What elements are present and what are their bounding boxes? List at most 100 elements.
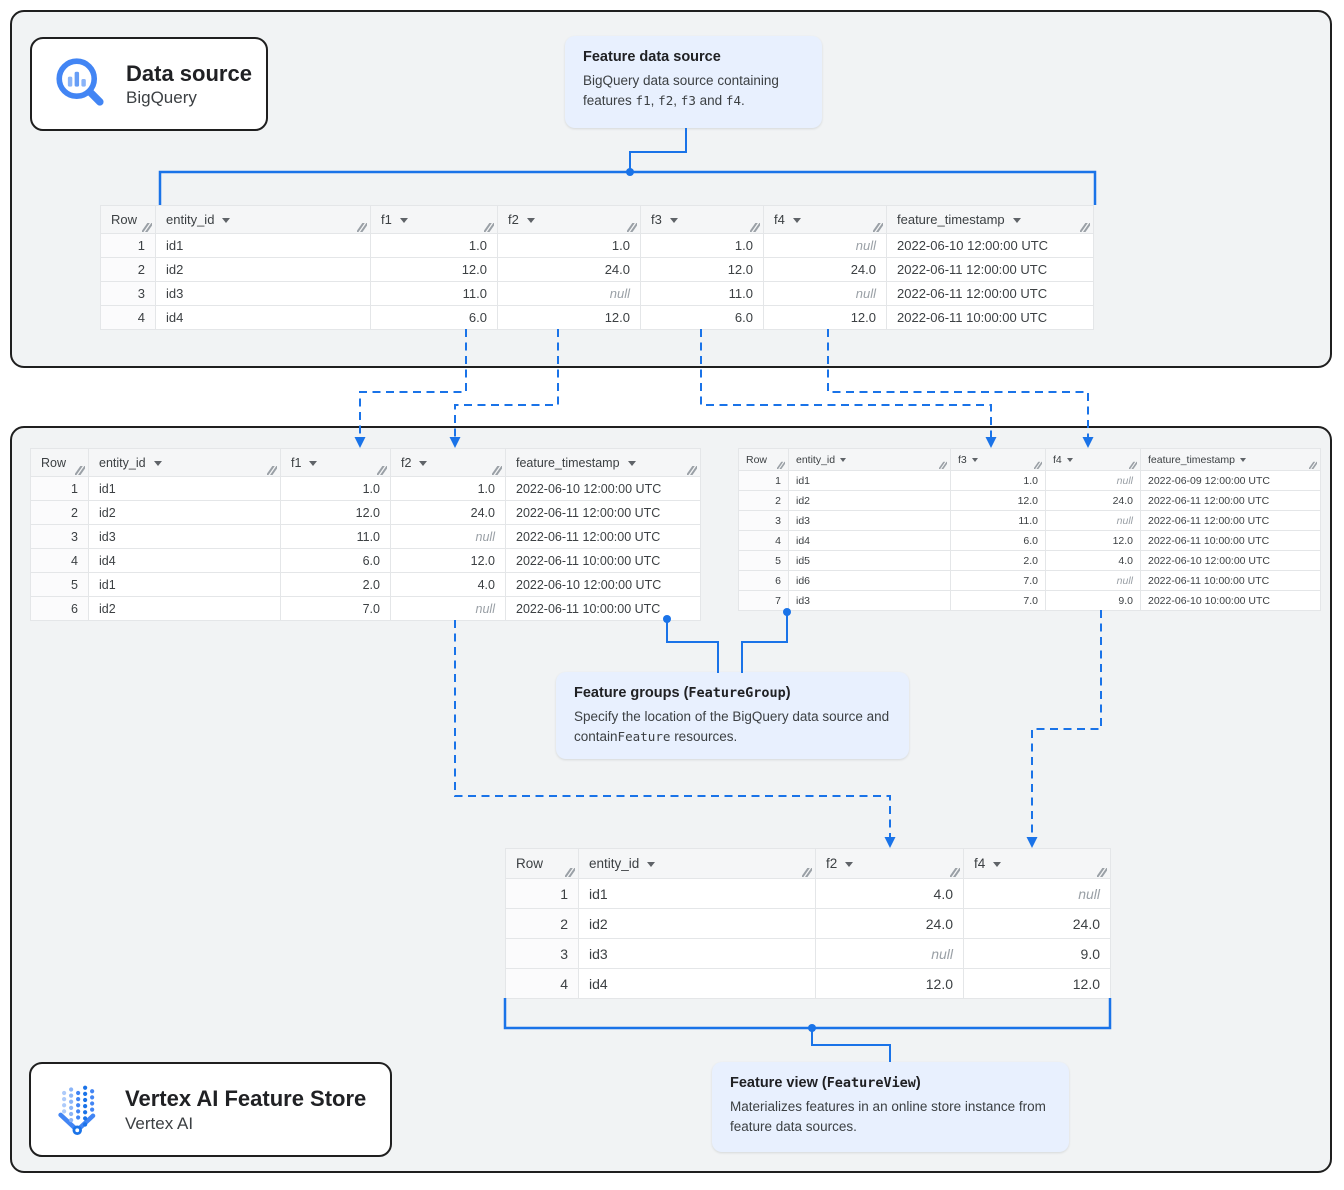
cell-f4: 12.0 <box>1045 530 1141 551</box>
cell-f2: null <box>390 596 506 621</box>
cell-entity_id: id3 <box>788 510 951 531</box>
column-header-f4[interactable]: f4 <box>763 205 887 234</box>
column-resize-icon[interactable] <box>357 223 367 232</box>
sort-caret-icon[interactable] <box>222 218 231 224</box>
column-resize-icon[interactable] <box>777 462 785 469</box>
sort-caret-icon[interactable] <box>993 861 1002 867</box>
column-resize-icon[interactable] <box>627 223 637 232</box>
sort-caret-icon[interactable] <box>627 460 636 466</box>
column-header-f4[interactable]: f4 <box>963 848 1111 879</box>
column-header-f2[interactable]: f2 <box>815 848 964 879</box>
column-header-f2[interactable]: f2 <box>497 205 641 234</box>
cell-f1: 2.0 <box>280 572 391 597</box>
sort-caret-icon[interactable] <box>971 457 978 462</box>
column-header-entity_id[interactable]: entity_id <box>88 448 281 477</box>
cell-Row: 4 <box>738 530 789 551</box>
sort-caret-icon[interactable] <box>399 218 408 224</box>
column-resize-icon[interactable] <box>873 223 883 232</box>
column-resize-icon[interactable] <box>377 466 387 475</box>
sort-caret-icon[interactable] <box>669 218 678 224</box>
sort-caret-icon[interactable] <box>1066 457 1073 462</box>
column-resize-icon[interactable] <box>687 466 697 475</box>
column-resize-icon[interactable] <box>939 462 947 469</box>
cell-entity_id: id3 <box>788 590 951 611</box>
sort-caret-icon[interactable] <box>153 460 162 466</box>
cell-entity_id: id4 <box>155 305 371 330</box>
column-header-f1[interactable]: f1 <box>280 448 391 477</box>
column-resize-icon[interactable] <box>484 223 494 232</box>
sort-caret-icon[interactable] <box>1012 218 1021 224</box>
sort-caret-icon[interactable] <box>792 218 801 224</box>
cell-f2: 24.0 <box>815 908 964 939</box>
cell-f3: 12.0 <box>640 257 764 282</box>
sort-caret-icon[interactable] <box>647 861 656 867</box>
cell-entity_id: id2 <box>788 490 951 511</box>
cell-Row: 4 <box>100 305 156 330</box>
bigquery-icon <box>52 54 108 115</box>
column-resize-icon[interactable] <box>1309 462 1317 469</box>
column-header-f4[interactable]: f4 <box>1045 448 1141 471</box>
plain-text: ) <box>915 1075 921 1091</box>
column-header-entity_id[interactable]: entity_id <box>155 205 371 234</box>
cell-f4: null <box>763 281 887 306</box>
column-header-entity_id[interactable]: entity_id <box>578 848 816 879</box>
cell-feature_timestamp: 2022-06-11 12:00:00 UTC <box>505 524 701 549</box>
column-resize-icon[interactable] <box>492 466 502 475</box>
column-label: feature_timestamp <box>1148 453 1235 466</box>
column-resize-icon[interactable] <box>950 868 960 877</box>
column-label: f2 <box>401 455 412 470</box>
code-text: FeatureView <box>826 1075 916 1091</box>
sort-caret-icon[interactable] <box>526 218 535 224</box>
column-resize-icon[interactable] <box>802 868 812 877</box>
column-resize-icon[interactable] <box>1129 462 1137 469</box>
column-header-feature_timestamp[interactable]: feature_timestamp <box>1140 448 1321 471</box>
column-resize-icon[interactable] <box>142 223 152 232</box>
sort-caret-icon[interactable] <box>419 460 428 466</box>
column-resize-icon[interactable] <box>267 466 277 475</box>
column-header-f2[interactable]: f2 <box>390 448 506 477</box>
sort-caret-icon[interactable] <box>1239 457 1246 462</box>
column-resize-icon[interactable] <box>750 223 760 232</box>
cell-entity_id: id1 <box>88 476 281 501</box>
callout-title: Feature view (FeatureView) <box>730 1075 1051 1091</box>
column-resize-icon[interactable] <box>75 466 85 475</box>
cell-f4: null <box>763 233 887 258</box>
cell-entity_id: id4 <box>578 968 816 999</box>
column-resize-icon[interactable] <box>1034 462 1042 469</box>
column-header-f1[interactable]: f1 <box>370 205 498 234</box>
cell-feature_timestamp: 2022-06-11 12:00:00 UTC <box>505 500 701 525</box>
column-header-f3[interactable]: f3 <box>950 448 1046 471</box>
plain-text: , <box>673 93 681 109</box>
cell-f3: 12.0 <box>950 490 1046 511</box>
sort-caret-icon[interactable] <box>309 460 318 466</box>
column-resize-icon[interactable] <box>565 868 575 877</box>
cell-feature_timestamp: 2022-06-10 12:00:00 UTC <box>886 233 1094 258</box>
column-resize-icon[interactable] <box>1097 868 1107 877</box>
cell-entity_id: id3 <box>578 938 816 969</box>
sort-caret-icon[interactable] <box>845 861 854 867</box>
sort-caret-icon[interactable] <box>840 457 847 462</box>
cell-f4: 24.0 <box>763 257 887 282</box>
column-header-feature_timestamp[interactable]: feature_timestamp <box>505 448 701 477</box>
cell-f2: 1.0 <box>390 476 506 501</box>
data-source-badge: Data source BigQuery <box>30 37 268 131</box>
plain-text: Feature view ( <box>730 1075 827 1091</box>
column-header-f3[interactable]: f3 <box>640 205 764 234</box>
column-header-feature_timestamp[interactable]: feature_timestamp <box>886 205 1094 234</box>
cell-f4: null <box>1045 470 1141 491</box>
column-header-entity_id[interactable]: entity_id <box>788 448 951 471</box>
column-resize-icon[interactable] <box>1080 223 1090 232</box>
cell-entity_id: id1 <box>88 572 281 597</box>
